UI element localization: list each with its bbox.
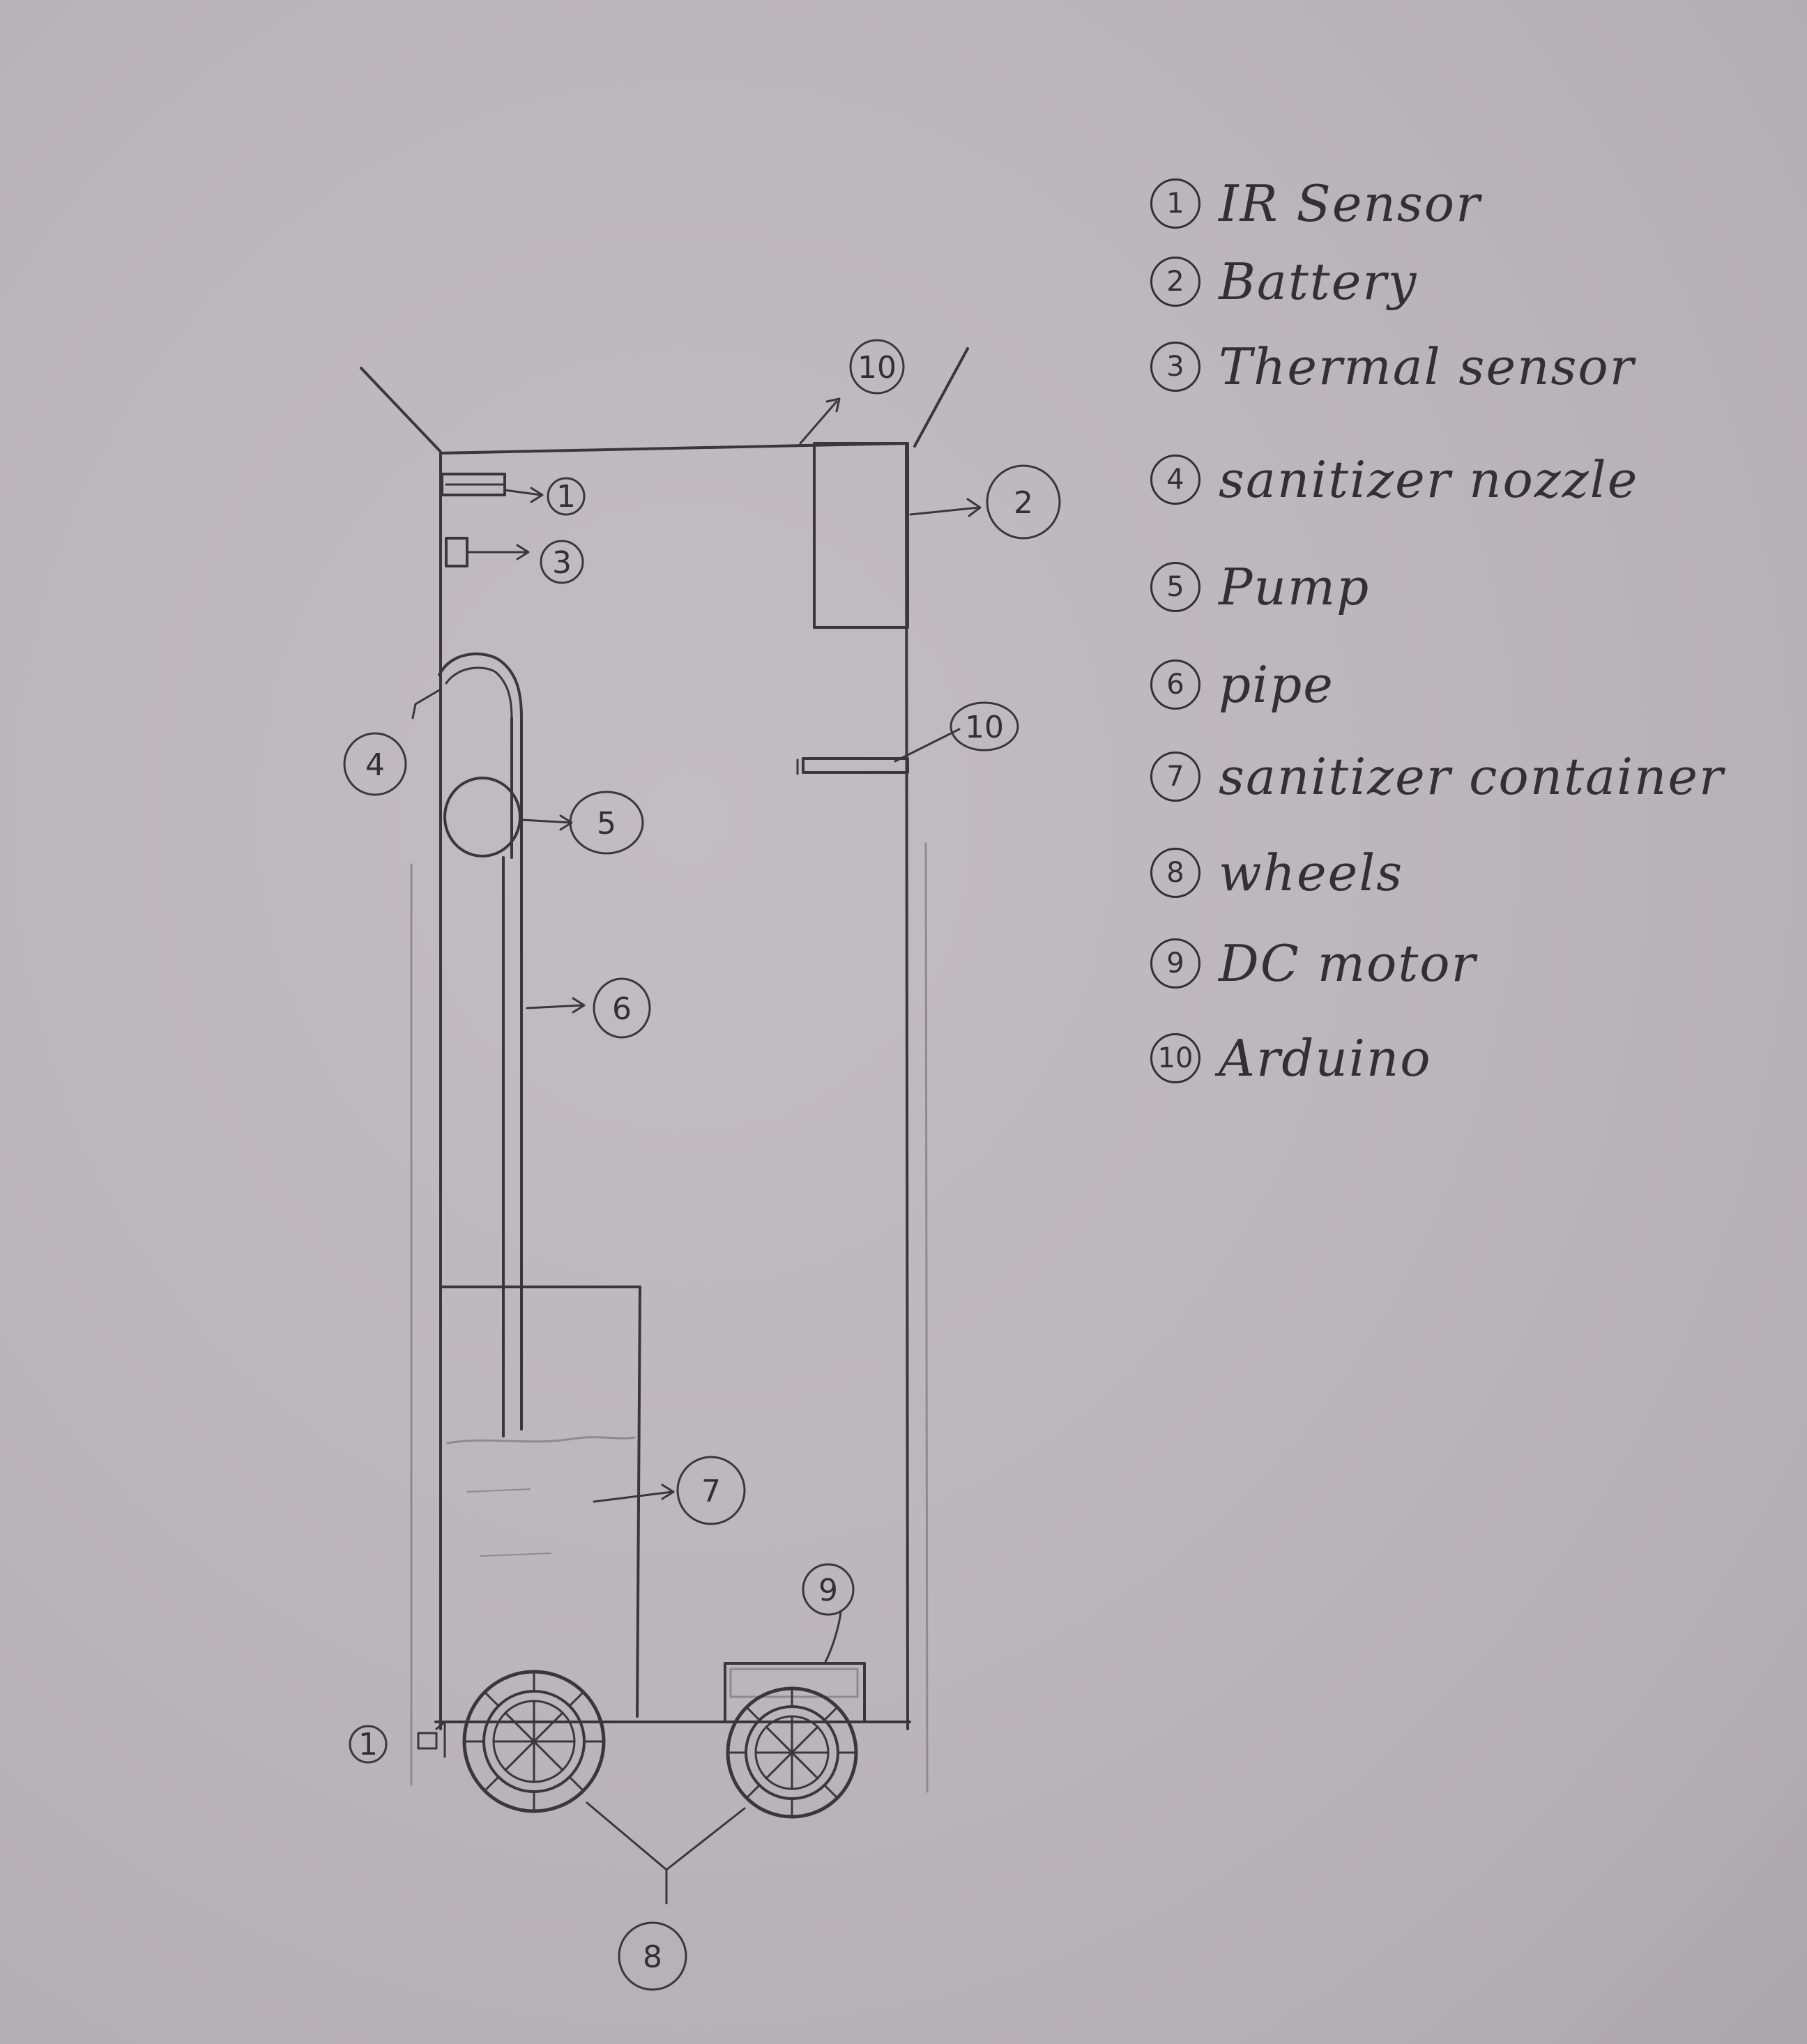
arduino-top-leader xyxy=(800,399,839,443)
container-shape xyxy=(442,1287,640,1716)
legend-number: 2 xyxy=(1150,257,1200,307)
svg-text:1: 1 xyxy=(556,479,576,514)
robot-body xyxy=(441,443,908,1729)
legend-item-ir-sensor: 1 IR Sensor xyxy=(1150,174,1481,233)
callout-ir-sensor-top: 1 xyxy=(548,478,584,514)
legend-number: 6 xyxy=(1150,659,1200,710)
legend-label: IR Sensor xyxy=(1219,174,1481,233)
thermal-sensor-shape xyxy=(446,538,528,566)
callout-pipe: 6 xyxy=(594,979,650,1037)
wheels-leader xyxy=(587,1803,745,1903)
guide-line-right xyxy=(926,844,927,1792)
pump-shape xyxy=(445,778,520,856)
svg-text:7: 7 xyxy=(701,1474,721,1509)
callout-thermal-sensor: 3 xyxy=(541,541,583,583)
legend-item-thermal-sensor: 3 Thermal sensor xyxy=(1150,337,1635,396)
battery-shape xyxy=(814,443,908,627)
callout-battery: 2 xyxy=(987,466,1060,538)
legend-item-sanitizer-nozzle: 4 sanitizer nozzle xyxy=(1150,450,1638,509)
container-liquid-2 xyxy=(467,1489,551,1556)
legend-label: DC motor xyxy=(1219,934,1477,993)
legend-number: 9 xyxy=(1150,938,1200,989)
legend-item-pipe: 6 pipe xyxy=(1150,655,1334,714)
legend-label: sanitizer nozzle xyxy=(1219,450,1638,509)
svg-text:5: 5 xyxy=(597,806,616,841)
legend-item-sanitizer-container: 7 sanitizer container xyxy=(1150,747,1724,806)
legend-number: 1 xyxy=(1150,178,1200,229)
svg-text:6: 6 xyxy=(612,991,632,1027)
lid-left-line xyxy=(361,368,441,452)
legend-label: Arduino xyxy=(1219,1029,1432,1088)
wheel-left xyxy=(464,1672,604,1811)
legend-item-pump: 5 Pump xyxy=(1150,558,1370,616)
legend-number: 10 xyxy=(1150,1033,1200,1083)
arduino-board-shape xyxy=(798,729,959,774)
legend-item-wheels: 8 wheels xyxy=(1150,844,1403,902)
pump-leader xyxy=(521,816,572,830)
legend-number: 5 xyxy=(1150,562,1200,612)
legend-item-dc-motor: 9 DC motor xyxy=(1150,934,1477,993)
legend-label: wheels xyxy=(1219,844,1403,902)
nozzle-shape-inner xyxy=(446,668,512,718)
svg-text:10: 10 xyxy=(965,710,1004,745)
lid-right-line xyxy=(915,349,968,446)
container-liquid xyxy=(448,1437,634,1443)
legend-label: pipe xyxy=(1219,655,1334,714)
nozzle-shape xyxy=(439,654,521,718)
callout-arduino-top: 10 xyxy=(851,340,904,393)
callout-nozzle: 4 xyxy=(344,733,406,795)
legend-item-arduino: 10 Arduino xyxy=(1150,1029,1432,1088)
battery-leader xyxy=(910,499,980,516)
callout-wheels: 8 xyxy=(619,1923,686,1990)
legend-number: 8 xyxy=(1150,848,1200,898)
legend-label: Battery xyxy=(1219,252,1417,311)
pipe-lower xyxy=(503,857,521,1436)
svg-text:10: 10 xyxy=(857,350,897,386)
svg-text:4: 4 xyxy=(365,747,385,783)
legend-label: sanitizer container xyxy=(1219,747,1724,806)
legend-number: 4 xyxy=(1150,455,1200,505)
callout-arduino-board: 10 xyxy=(951,703,1018,750)
legend-item-battery: 2 Battery xyxy=(1150,252,1417,311)
container-leader xyxy=(594,1485,673,1502)
svg-text:8: 8 xyxy=(643,1939,662,1975)
ir-sensor-top-shape xyxy=(442,474,542,502)
pipe-leader xyxy=(527,998,584,1012)
legend-number: 7 xyxy=(1150,752,1200,802)
callout-dc-motor: 9 xyxy=(803,1564,853,1615)
svg-text:2: 2 xyxy=(1014,485,1033,521)
wheel-right xyxy=(728,1688,856,1817)
callout-ir-sensor-bottom: 1 xyxy=(350,1726,386,1762)
svg-text:3: 3 xyxy=(552,545,572,581)
callout-pump: 5 xyxy=(570,792,643,853)
legend-number: 3 xyxy=(1150,342,1200,392)
svg-text:9: 9 xyxy=(818,1573,838,1608)
callout-container: 7 xyxy=(678,1457,745,1524)
legend-label: Thermal sensor xyxy=(1219,337,1635,396)
nozzle-leader xyxy=(413,690,439,718)
legend-label: Pump xyxy=(1219,558,1370,616)
svg-text:1: 1 xyxy=(358,1727,378,1762)
